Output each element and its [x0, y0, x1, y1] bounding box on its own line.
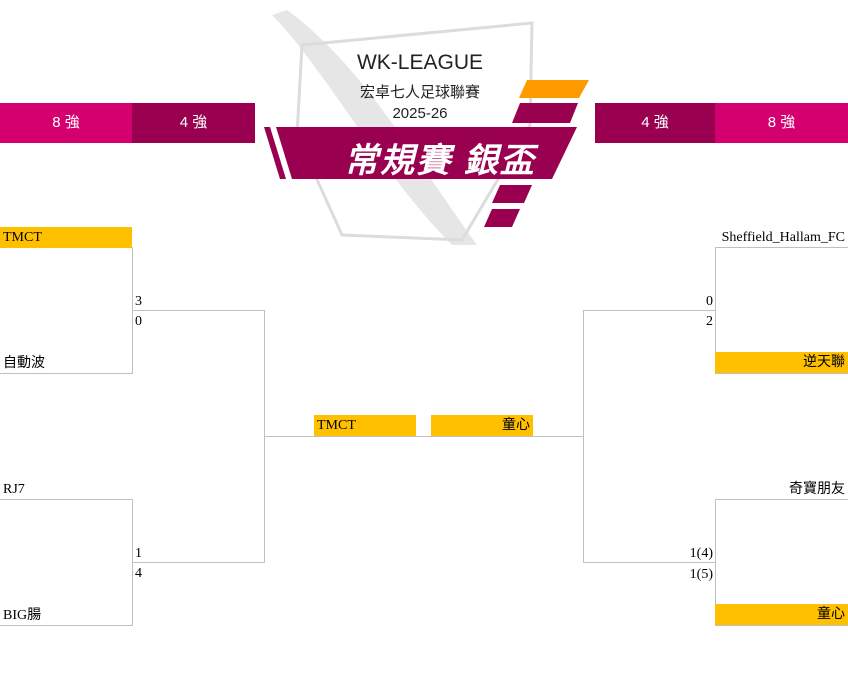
bracket-line	[132, 562, 265, 563]
score-right-m2-1: 1(4)	[689, 546, 713, 561]
team-left-m1-2[interactable]: 自動波	[3, 356, 45, 371]
score-left-m2-1: 1	[135, 546, 142, 561]
season: 2025-26	[392, 105, 448, 122]
bracket-line	[715, 499, 848, 500]
bracket-line	[0, 499, 133, 500]
bracket-line	[0, 373, 133, 374]
round-of-8-header-right: 8 強	[715, 103, 848, 143]
bracket-line	[0, 625, 133, 626]
cup-title: 常規賽 銀盃	[344, 142, 536, 180]
score-left-m1-1: 3	[135, 294, 142, 309]
semifinal-header-right: 4 強	[595, 103, 715, 143]
final-line	[264, 436, 584, 437]
score-right-m1-2: 2	[706, 314, 713, 329]
bracket-line	[583, 562, 716, 563]
team-right-m2-2[interactable]: 童心	[715, 604, 848, 625]
score-right-m1-1: 0	[706, 294, 713, 309]
finalist-left[interactable]: TMCT	[314, 415, 416, 436]
bracket-line	[583, 310, 584, 563]
score-left-m1-2: 0	[135, 314, 142, 329]
team-right-m1-2[interactable]: 逆天聯	[715, 352, 848, 373]
bracket-line	[132, 310, 265, 311]
score-left-m2-2: 4	[135, 566, 142, 581]
league-name: 宏卓七人足球聯賽	[359, 84, 480, 101]
bracket-line	[583, 310, 716, 311]
round-of-8-header-left: 8 強	[0, 103, 132, 143]
shield-emblem-icon	[264, 10, 589, 245]
finalist-right[interactable]: 童心	[431, 415, 533, 436]
bracket-line	[715, 373, 848, 374]
bracket-line	[715, 247, 848, 248]
team-right-m1-1[interactable]: Sheffield_Hallam_FC	[721, 230, 845, 245]
score-right-m2-2: 1(5)	[689, 567, 713, 582]
team-left-m2-1[interactable]: RJ7	[3, 482, 25, 497]
semifinal-header-left: 4 強	[132, 103, 255, 143]
bracket-line	[715, 625, 848, 626]
team-right-m2-1[interactable]: 奇寶朋友	[789, 482, 845, 497]
league-title: WK-LEAGUE	[356, 51, 484, 74]
team-left-m2-2[interactable]: BIG腸	[3, 608, 42, 623]
team-left-m1-1[interactable]: TMCT	[0, 227, 132, 248]
